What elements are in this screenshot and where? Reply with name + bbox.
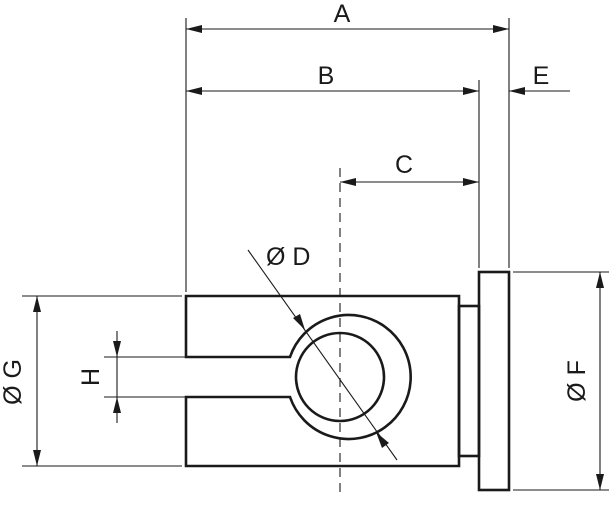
label-e: E: [533, 62, 550, 90]
label-c: C: [395, 151, 413, 179]
label-f: Ø F: [563, 360, 591, 402]
extension-lines: [22, 18, 609, 491]
neck: [457, 304, 481, 458]
clamp-body: [184, 294, 461, 468]
part-outline: [184, 270, 511, 492]
dimension-d: Ø D: [247, 243, 398, 461]
label-a: A: [334, 0, 351, 28]
dimension-f: Ø F: [563, 272, 604, 490]
dimension-h: H: [77, 331, 121, 423]
dimension-e: E: [509, 62, 570, 95]
flange: [477, 270, 511, 492]
dimension-c: C: [340, 151, 479, 186]
dimension-g: Ø G: [0, 296, 41, 466]
dimension-b: B: [186, 62, 479, 95]
label-d: Ø D: [266, 243, 310, 271]
dimension-a: A: [186, 0, 509, 33]
label-h: H: [77, 368, 105, 386]
label-b: B: [318, 62, 335, 90]
bore-circle: [294, 331, 386, 423]
label-g: Ø G: [0, 359, 27, 405]
